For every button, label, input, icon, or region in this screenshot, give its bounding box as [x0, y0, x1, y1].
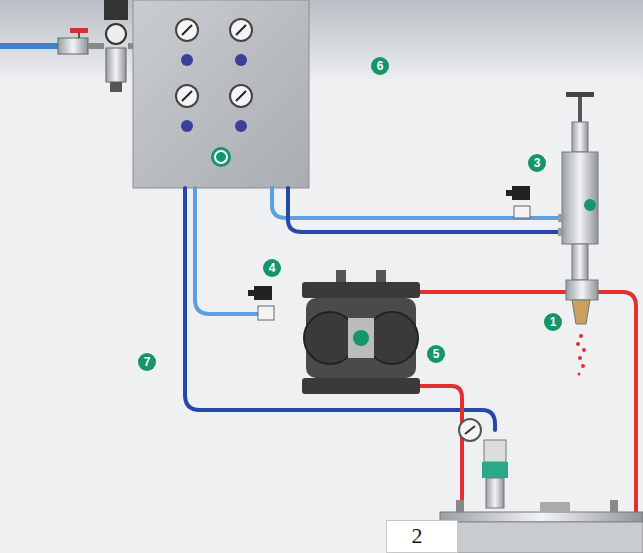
diaphragm-pump	[302, 270, 420, 394]
spray-gun	[558, 92, 598, 376]
air-inlet	[0, 0, 134, 92]
callout-number: 6	[371, 57, 389, 75]
callout-number: 4	[263, 259, 281, 277]
label-text: 2	[387, 521, 457, 549]
callout-number: 3	[528, 154, 546, 172]
paint-tank	[440, 419, 643, 553]
control-panel	[133, 0, 309, 188]
callout-number: 5	[427, 345, 445, 363]
callout-number: 7	[138, 353, 156, 371]
callout-number: 1	[544, 313, 562, 331]
label-box: 2	[386, 520, 458, 553]
air-hoses	[185, 188, 562, 430]
